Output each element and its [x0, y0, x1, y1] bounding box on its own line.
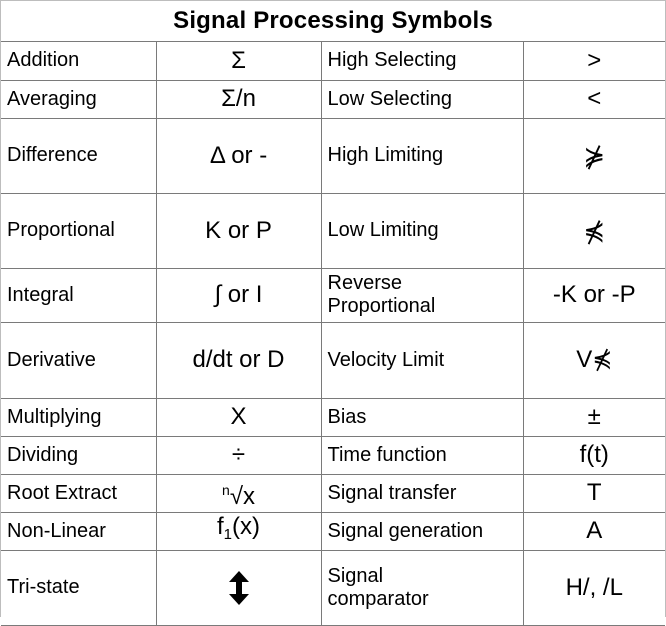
table-row: Derivative d/dt or D Velocity Limit V⋠: [1, 321, 665, 399]
right-label: High Limiting: [320, 117, 524, 194]
right-label: Time function: [320, 435, 524, 475]
right-symbol: ±: [522, 397, 665, 437]
right-label: Reverse Proportional: [320, 267, 524, 323]
right-symbol: <: [522, 79, 665, 119]
right-symbol: T: [522, 473, 665, 513]
right-label: Low Selecting: [320, 79, 524, 119]
left-label: Derivative: [1, 321, 157, 399]
symbols-table: Addition Σ High Selecting > Averaging Σ/…: [1, 42, 665, 626]
table-row: Dividing ÷ Time function f(t): [1, 435, 665, 475]
table-row: Difference Δ or - High Limiting ⋡: [1, 117, 665, 194]
left-symbol: ∫ or I: [155, 267, 322, 323]
left-symbol: Σ/n: [155, 79, 322, 119]
right-label: Velocity Limit: [320, 321, 524, 399]
right-label: Low Limiting: [320, 192, 524, 269]
right-label-line: Proportional: [327, 295, 436, 317]
right-symbol: >: [522, 42, 665, 81]
left-symbol: n√x: [155, 473, 322, 513]
table-row: Multiplying X Bias ±: [1, 397, 665, 437]
right-label: Signal transfer: [320, 473, 524, 513]
left-label: Averaging: [1, 79, 157, 119]
left-symbol: K or P: [155, 192, 322, 269]
left-symbol: d/dt or D: [155, 321, 322, 399]
left-symbol: f1(x): [155, 511, 322, 551]
function-argument: (x): [232, 513, 260, 540]
left-label: Multiplying: [1, 397, 157, 437]
right-label-line: Signal: [327, 564, 384, 587]
right-label-line: Reverse: [327, 272, 402, 294]
left-label: Difference: [1, 117, 157, 194]
right-symbol: -K or -P: [522, 267, 665, 323]
table-row: Tri-state Signal comparator H/, /L: [1, 549, 665, 626]
left-label: Dividing: [1, 435, 157, 475]
table-row: Addition Σ High Selecting >: [1, 42, 665, 81]
table-row: Integral ∫ or I Reverse Proportional -K …: [1, 267, 665, 323]
left-label: Root Extract: [1, 473, 157, 513]
right-label: Signal generation: [320, 511, 524, 551]
page-title: Signal Processing Symbols: [1, 1, 665, 42]
left-symbol: [155, 549, 322, 626]
right-symbol: A: [522, 511, 665, 551]
table-row: Averaging Σ/n Low Selecting <: [1, 79, 665, 119]
left-symbol: Δ or -: [155, 117, 322, 194]
right-symbol: f(t): [522, 435, 665, 475]
table-row: Non-Linear f1(x) Signal generation A: [1, 511, 665, 551]
left-label: Non-Linear: [1, 511, 157, 551]
right-symbol: ⋠: [522, 192, 665, 269]
right-symbol: V⋠: [522, 321, 665, 399]
right-label-line: comparator: [327, 587, 429, 610]
up-down-arrow-icon: [228, 570, 249, 605]
right-symbol: H/, /L: [522, 549, 665, 626]
root-expression: √x: [229, 482, 255, 510]
right-label: Bias: [320, 397, 524, 437]
right-label: Signal comparator: [320, 549, 524, 626]
left-symbol: ÷: [155, 435, 322, 475]
left-label: Addition: [1, 42, 157, 81]
left-symbol: Σ: [155, 42, 322, 81]
function-subscript: 1: [223, 526, 233, 543]
left-symbol: X: [155, 397, 322, 437]
right-label: High Selecting: [320, 42, 524, 81]
left-label: Integral: [1, 267, 157, 323]
table-row: Root Extract n√x Signal transfer T: [1, 473, 665, 513]
table-row: Proportional K or P Low Limiting ⋠: [1, 192, 665, 269]
function-name: f: [217, 513, 224, 540]
right-symbol: ⋡: [522, 117, 665, 194]
left-label: Proportional: [1, 192, 157, 269]
root-index: n: [222, 481, 230, 498]
left-label: Tri-state: [1, 549, 157, 626]
